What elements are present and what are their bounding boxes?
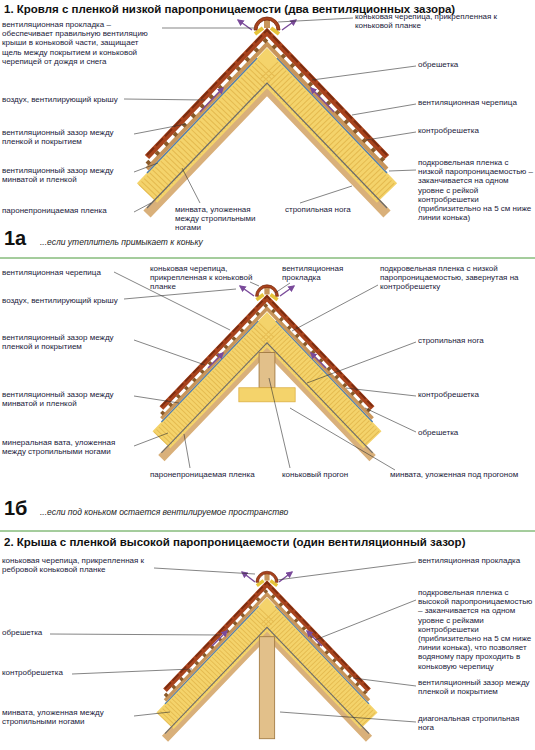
callout-label: вентиляционный зазор между пленкой и пок… [418, 678, 533, 696]
variant-caption: ...если под коньком остается вентилируем… [40, 508, 440, 518]
callout-label: паронепроницаемая пленка [2, 206, 132, 215]
roof-section [165, 571, 369, 738]
roof-section [161, 285, 372, 458]
callout-label: обрешетка [418, 60, 528, 69]
callout-label: коньковая черепица, прикрепленная к ребр… [2, 556, 152, 574]
callout-label: вентиляционная прокладка [282, 264, 357, 282]
callout-label: коньковая черепица, прикрепленная к конь… [150, 264, 255, 292]
callout-label: вентиляционный зазор между минватой и пл… [2, 166, 132, 184]
callout-label: воздух, вентилирующий крышу [2, 296, 132, 305]
callout-label: воздух, вентилирующий крышу [2, 95, 152, 104]
callout-label: минвата, уложенная под прогоном [390, 470, 530, 479]
leader-lines [50, 18, 416, 722]
callout-label: вентиляционная прокладка – обеспечивает … [2, 20, 160, 66]
section-heading: 2. Крыша с пленкой высокой паропроницаем… [4, 536, 529, 549]
callout-label: контробрешетка [2, 668, 112, 677]
callout-label: коньковый прогон [282, 470, 372, 479]
callout-label: вентиляционный зазор между пленкой и пок… [2, 333, 132, 351]
callout-label: подкровельная пленка с низкой паропрониц… [418, 158, 533, 222]
callout-label: коньковая черепица, прикрепленная к конь… [355, 12, 530, 30]
callout-label: минвата, уложенная между стропильными но… [175, 205, 275, 233]
variant-number: 1б [4, 498, 38, 518]
callout-label: подкровельная пленка с высокой паропрони… [418, 588, 533, 671]
callout-label: подкровельная пленка с низкой паропрониц… [380, 264, 530, 292]
callout-label: обрешетка [418, 428, 528, 437]
variant-number: 1а [4, 228, 38, 248]
callout-label: контробрешетка [418, 390, 528, 399]
callout-label: вентиляционный зазор между минватой и пл… [2, 390, 132, 408]
callout-label: диагональная стропильная нога [418, 714, 533, 732]
callout-label: паронепроницаемая пленка [150, 470, 265, 479]
section-divider [0, 531, 535, 532]
callout-label: стропильная нога [418, 336, 528, 345]
callout-label: вентиляционный зазор между пленкой и пок… [2, 128, 132, 146]
callout-label: вентиляционная черепица [2, 268, 132, 277]
callout-label: контробрешетка [418, 126, 528, 135]
callout-label: обрешетка [2, 628, 112, 637]
section-divider [0, 258, 535, 259]
callout-label: стропильная нога [285, 205, 375, 214]
air-arrows [200, 20, 334, 646]
callout-label: минвата, уложенная между стропильными но… [2, 708, 132, 726]
callout-label: вентиляционная прокладка [418, 556, 528, 565]
roof-section [147, 17, 387, 214]
callout-label: вентиляционная черепица [418, 98, 533, 107]
variant-caption: ...если утеплитель примыкает к коньку [40, 238, 440, 248]
callout-label: минеральная вата, уложенная между стропи… [2, 438, 132, 456]
